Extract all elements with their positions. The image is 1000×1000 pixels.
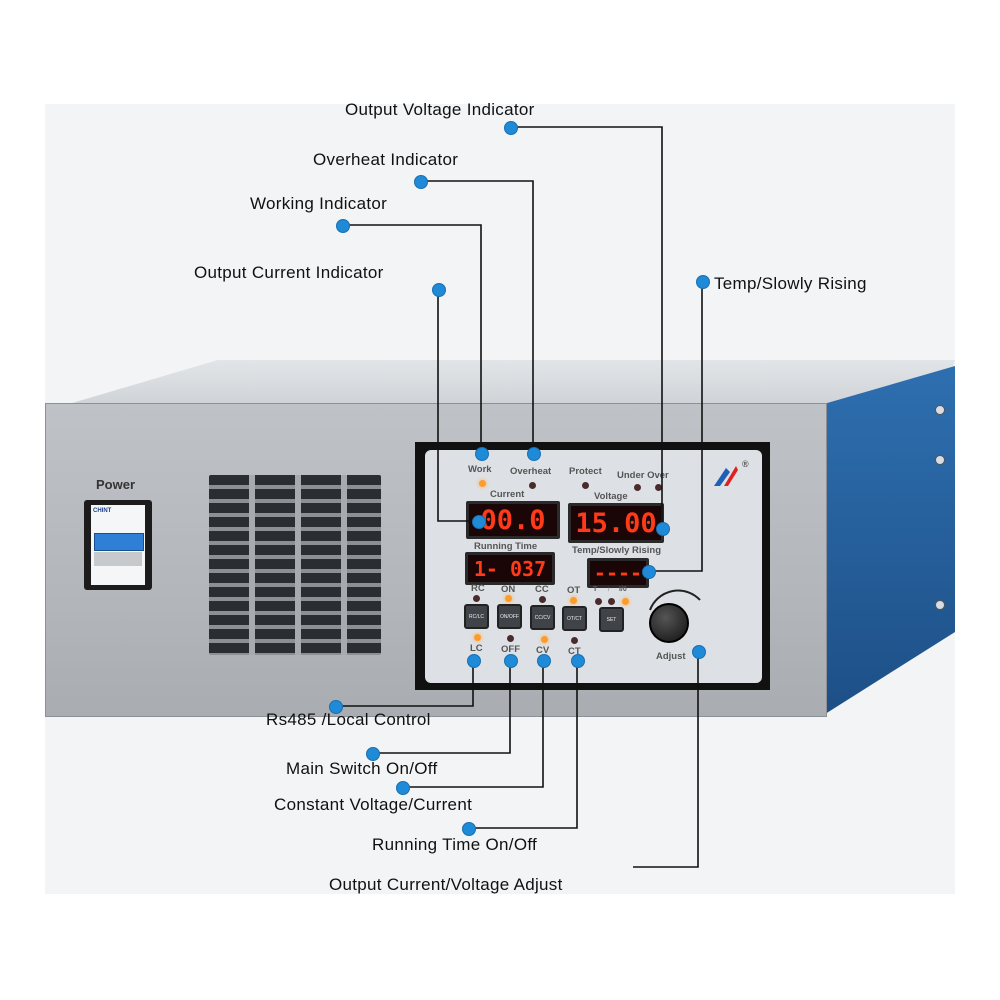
callout-dot	[527, 447, 541, 461]
callout-dot	[432, 283, 446, 297]
running-time-label: Running Time	[474, 541, 538, 552]
output-current-indicator-callout: Output Current Indicator	[194, 263, 384, 282]
callout-dot	[414, 175, 428, 189]
io-led	[622, 598, 629, 605]
callout-dot	[696, 275, 710, 289]
cv-led	[541, 636, 548, 643]
running-time-callout: Running Time On/Off	[372, 835, 538, 854]
callout-dot	[467, 654, 481, 668]
callout-dot	[656, 522, 670, 536]
work-led	[479, 480, 486, 487]
ct-led	[571, 637, 578, 644]
under-over-label: Under Over	[617, 470, 669, 481]
under-led	[634, 484, 641, 491]
overheat-led	[529, 482, 536, 489]
on-off-button[interactable]: ON/OFF	[497, 604, 522, 629]
callout-dot	[329, 700, 343, 714]
cv-label: CV	[536, 645, 550, 656]
callout-dot	[472, 515, 486, 529]
output-voltage-indicator-callout: Output Voltage Indicator	[345, 100, 535, 119]
over-led	[655, 484, 662, 491]
working-indicator-callout: Working Indicator	[250, 194, 388, 213]
adjust-label: Adjust	[656, 651, 686, 662]
rc-lc-button[interactable]: RC/LC	[464, 604, 489, 629]
callout-dot	[642, 565, 656, 579]
callout-dot	[504, 654, 518, 668]
cc-led	[539, 596, 546, 603]
running-time-display: 1- 037	[465, 552, 555, 585]
voltage-display: 15.00	[568, 503, 664, 543]
breaker-base	[94, 552, 142, 566]
rc-label: RC	[471, 583, 485, 594]
protect-label: Protect	[569, 466, 602, 477]
work-label: Work	[468, 464, 492, 475]
adjust-knob[interactable]	[649, 603, 689, 643]
cc-cv-button[interactable]: CC/CV	[530, 605, 555, 630]
t-label: T	[593, 586, 598, 593]
on-led	[505, 595, 512, 602]
breaker-brand: CHINT	[93, 508, 112, 514]
temp-label: Temp/Slowly Rising	[572, 545, 662, 556]
voltage-label: Voltage	[594, 491, 628, 502]
rc-led	[473, 595, 480, 602]
protect-led	[582, 482, 589, 489]
rising-led	[608, 598, 615, 605]
vent-grille	[209, 475, 381, 655]
screw-icon	[935, 600, 945, 610]
t-led	[595, 598, 602, 605]
lc-label: LC	[470, 643, 483, 654]
callout-dot	[396, 781, 410, 795]
on-label: ON	[501, 584, 516, 595]
off-label: OFF	[501, 644, 520, 655]
registered-mark: ®	[742, 459, 749, 469]
output-adjust-callout: Output Current/Voltage Adjust	[329, 875, 563, 894]
power-label: Power	[96, 477, 136, 492]
constant-voltage-current-callout: Constant Voltage/Current	[274, 795, 473, 814]
callout-dot	[504, 121, 518, 135]
overheat-label: Overheat	[510, 466, 552, 477]
current-label: Current	[490, 489, 525, 500]
brand-logo-icon	[714, 466, 738, 486]
cc-label: CC	[535, 584, 549, 595]
temp-slowly-rising-callout: Temp/Slowly Rising	[714, 274, 867, 293]
callout-dot	[692, 645, 706, 659]
callout-dot	[462, 822, 476, 836]
screw-icon	[935, 455, 945, 465]
ct-label: CT	[568, 646, 581, 657]
callout-dot	[537, 654, 551, 668]
ot-ct-button[interactable]: OT/CT	[562, 606, 587, 631]
rising-label: ↑	[607, 586, 611, 593]
screw-icon	[935, 405, 945, 415]
io-label: I/0	[619, 586, 627, 593]
breaker-switch[interactable]	[94, 533, 144, 551]
set-button[interactable]: SET	[599, 607, 624, 632]
ot-label: OT	[567, 585, 581, 596]
rs485-local-control-callout: Rs485 /Local Control	[266, 710, 431, 729]
lc-led	[474, 634, 481, 641]
ot-led	[570, 597, 577, 604]
callout-dot	[366, 747, 380, 761]
temp-display: ----	[587, 558, 649, 588]
main-switch-callout: Main Switch On/Off	[286, 759, 438, 778]
callout-dot	[336, 219, 350, 233]
overheat-indicator-callout: Overheat Indicator	[313, 150, 459, 169]
callout-dot	[571, 654, 585, 668]
callout-dot	[475, 447, 489, 461]
off-led	[507, 635, 514, 642]
